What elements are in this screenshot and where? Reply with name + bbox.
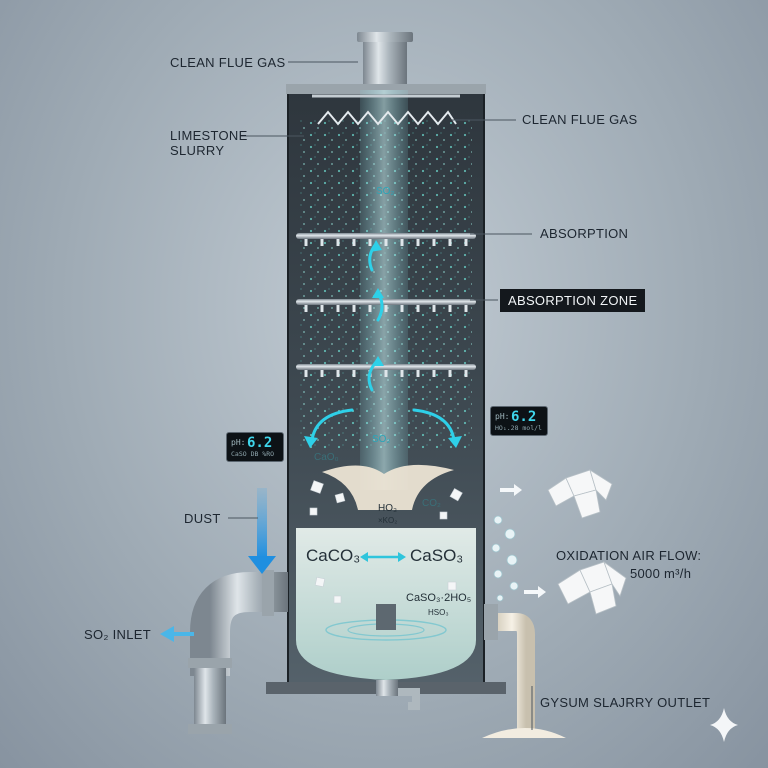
dust-arrow-shaft — [257, 488, 267, 558]
sparkle-icon — [710, 708, 738, 742]
limestone-particles — [309, 480, 463, 604]
spray-nozzle — [352, 239, 356, 246]
ph-meter-right-sub: HO₁.28 mol/l — [495, 424, 542, 432]
ph-meter-left: pH: 6.2 CaSO DB %RO — [226, 432, 284, 462]
spray-nozzle — [464, 305, 468, 312]
spray-nozzle — [416, 370, 420, 377]
spray-nozzle — [416, 305, 420, 312]
label-oxidation-air-flow: OXIDATION AIR FLOW: — [556, 548, 702, 563]
bottom-drain-elbow — [398, 688, 420, 710]
leader-lines — [228, 61, 533, 730]
gypsum-crystals-upper — [547, 469, 613, 519]
spray-nozzle — [384, 370, 388, 377]
label-gypsum-outlet: GYSUM SLAJRRY OUTLET — [540, 695, 711, 710]
spray-nozzle — [448, 239, 452, 246]
spray-nozzle — [336, 370, 340, 377]
spray-nozzle — [448, 305, 452, 312]
gypsum-crystals-lower — [557, 560, 627, 615]
label-absorption: ABSORPTION — [540, 226, 629, 241]
spray-header-3 — [296, 364, 476, 370]
label-clean-flue-gas-right: CLEAN FLUE GAS — [522, 112, 638, 127]
spray-nozzle — [336, 239, 340, 246]
spray-nozzle — [464, 239, 468, 246]
label-absorption-zone: ABSORPTION ZONE — [500, 289, 646, 312]
label-limestone-slurry: LIMESTONE SLURRY — [170, 128, 248, 158]
tower-top-rim — [286, 84, 486, 94]
spray-nozzle — [400, 239, 404, 246]
spray-nozzle — [304, 370, 308, 377]
chem-so2-upper: SO₂ — [376, 186, 395, 197]
top-stack-pipe — [363, 34, 407, 90]
spray-nozzle — [400, 370, 404, 377]
oxidation-air-arrows — [500, 484, 546, 598]
spray-nozzle — [416, 239, 420, 246]
spray-nozzle — [368, 239, 372, 246]
top-stack-flange — [357, 32, 413, 42]
slurry-fountain — [322, 464, 454, 510]
spray-nozzle — [304, 239, 308, 246]
gas-flow-arrowheads — [304, 240, 462, 448]
spray-nozzle — [432, 239, 436, 246]
spray-nozzle — [384, 239, 388, 246]
spray-nozzle — [432, 370, 436, 377]
spray-nozzle — [304, 305, 308, 312]
spray-nozzle — [384, 305, 388, 312]
flue-gas-column — [360, 90, 408, 490]
so2-inlet-arrow — [160, 626, 194, 642]
spray-header-2 — [296, 299, 476, 305]
spray-header-1 — [296, 233, 476, 239]
label-oxidation-air-rate: 5000 m³/h — [630, 566, 692, 581]
ph-meter-right-label: pH: — [495, 412, 510, 421]
ph-meter-left-value: 6.2 — [247, 435, 273, 451]
spray-nozzle — [336, 305, 340, 312]
spray-nozzle — [448, 370, 452, 377]
oxidation-air-bubbles — [491, 515, 519, 602]
ph-meter-left-sub: CaSO DB %RO — [231, 450, 275, 458]
spray-nozzle — [320, 370, 324, 377]
label-dust: DUST — [184, 511, 221, 526]
so2-inlet-pipe — [188, 570, 288, 734]
spray-nozzle — [432, 305, 436, 312]
chem-caso3: CaSO₃ — [410, 546, 464, 565]
chem-ho3-sub: ×KO₂ — [378, 516, 398, 525]
chem-caco3: CaCO₃ — [306, 546, 361, 565]
label-so2-inlet: SO₂ INLET — [84, 627, 151, 642]
chem-ho3: HO₃ — [378, 503, 398, 514]
spray-nozzle — [352, 370, 356, 377]
ph-meter-left-label: pH: — [231, 438, 246, 447]
chem-co2-right: CO₂ — [422, 498, 441, 509]
chem-hso3: HSO₃ — [428, 608, 449, 617]
spray-nozzle — [464, 370, 468, 377]
gypsum-outlet-pipe — [482, 604, 566, 738]
spray-nozzle — [320, 239, 324, 246]
spray-nozzle — [400, 305, 404, 312]
bottom-drain-pipe — [376, 680, 398, 696]
dust-arrow-head — [248, 556, 276, 574]
label-clean-flue-gas-top: CLEAN FLUE GAS — [170, 55, 286, 70]
spray-nozzle — [352, 305, 356, 312]
spray-nozzle — [368, 305, 372, 312]
agitator-hub — [376, 604, 396, 630]
chem-caco-left: CaO₀ — [314, 452, 339, 463]
spray-nozzle — [320, 305, 324, 312]
top-nozzle-array — [317, 110, 457, 126]
chem-so2-lower: SO₂ — [372, 434, 391, 445]
ph-meter-right-value: 6.2 — [511, 409, 537, 425]
chem-caso3-hydrate: CaSO₃·2HO₅ — [406, 592, 472, 604]
ph-meter-right: pH: 6.2 HO₁.28 mol/l — [490, 406, 548, 436]
equilibrium-arrow — [360, 552, 406, 562]
